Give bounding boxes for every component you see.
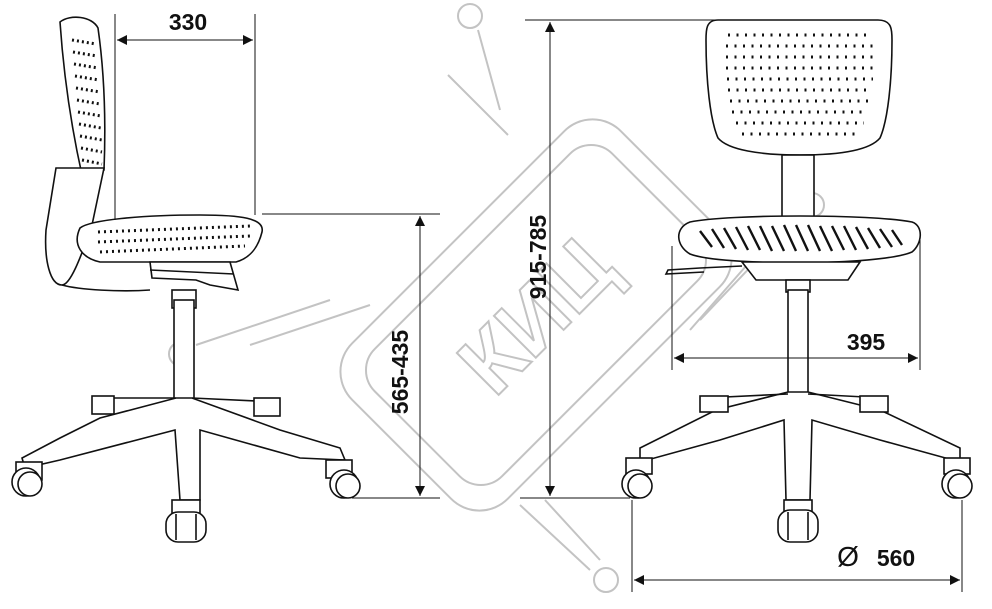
side-seat	[76, 214, 263, 263]
dimension-seat-depth: 330	[114, 9, 256, 220]
side-seat-perforation	[97, 224, 251, 254]
front-backrest-perforation	[726, 33, 874, 136]
watermark-circle-bottom	[593, 567, 619, 593]
front-caster-left	[621, 457, 653, 499]
side-caster-back-left	[91, 395, 115, 415]
side-mechanism	[149, 261, 240, 292]
side-caster-back-right	[253, 397, 281, 417]
front-caster-front	[777, 499, 819, 543]
side-caster-front	[165, 499, 207, 543]
side-base	[21, 397, 347, 501]
front-base	[639, 391, 961, 501]
dimension-overall-height: 915-785	[520, 19, 718, 499]
dimensions: 330 565-435 915-785 395 Ø	[114, 9, 963, 592]
front-height-lever	[664, 265, 743, 275]
dimension-overall-height-label: 915-785	[525, 215, 551, 300]
front-seat-perforation	[699, 224, 903, 252]
front-caster-back-right	[859, 395, 889, 413]
side-backrest-perforation	[71, 38, 103, 166]
front-seat	[677, 215, 922, 264]
side-caster-left	[11, 461, 43, 497]
dimension-seat-depth-label: 330	[169, 9, 207, 35]
watermark-circle-top	[457, 3, 483, 29]
watermark-outer-frame	[339, 118, 733, 512]
side-view-chair	[11, 16, 361, 543]
front-gas-lift	[787, 289, 809, 401]
dimension-seat-height: 565-435	[262, 213, 440, 499]
dimension-seat-width: 395	[671, 240, 921, 370]
front-caster-right	[941, 457, 973, 499]
dimension-base-diameter-label: 560	[877, 545, 915, 571]
side-gas-lift	[173, 299, 195, 406]
front-backrest	[705, 19, 893, 156]
dimension-seat-width-label: 395	[847, 329, 886, 355]
front-caster-back-left	[699, 395, 729, 413]
front-back-post	[781, 154, 815, 224]
dimension-seat-height-label: 565-435	[387, 330, 413, 415]
front-mechanism	[740, 261, 862, 281]
diameter-symbol: Ø	[837, 541, 859, 572]
front-view-chair	[621, 19, 973, 543]
side-caster-right	[325, 459, 361, 499]
dimension-base-diameter: Ø 560	[631, 500, 963, 592]
